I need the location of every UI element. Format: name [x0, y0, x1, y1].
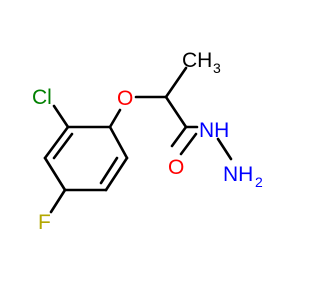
nh2-subscript: 2: [255, 174, 263, 190]
bond-nh-nh2: [216, 137, 233, 161]
nh-label: NH: [199, 119, 229, 142]
ring-double-bond: [99, 156, 119, 185]
bond-carbonyl-oxygen-double: [179, 132, 198, 156]
structure-canvas: Cl O CH 3 O NH NH 2 F: [32, 49, 263, 234]
benzene-ring: [43, 125, 129, 192]
ring-bond: [43, 156, 67, 192]
methyl-subscript: 3: [213, 60, 221, 76]
fluorine-label: F: [38, 211, 51, 234]
carbonyl-oxygen-label: O: [168, 156, 184, 179]
bond-ring-fluorine: [49, 188, 67, 214]
methyl-label: CH: [182, 49, 212, 72]
ring-bond: [108, 125, 129, 160]
bond-ring-ether-oxygen: [108, 108, 122, 129]
chlorine-label: Cl: [32, 86, 52, 109]
ring-bond: [43, 125, 70, 160]
bond-ch-carbonyl: [164, 95, 188, 129]
bond-ch-methyl: [164, 66, 188, 99]
ring-double-bond: [52, 132, 74, 160]
nh2-label: NH: [223, 163, 253, 186]
ether-oxygen-label: O: [117, 87, 133, 110]
bond-ring-chlorine: [52, 104, 70, 129]
bond-carbonyl-oxygen: [170, 125, 188, 148]
ring-bond: [104, 156, 129, 192]
molecule-drawing: Cl O CH 3 O NH NH 2 F: [32, 49, 263, 234]
